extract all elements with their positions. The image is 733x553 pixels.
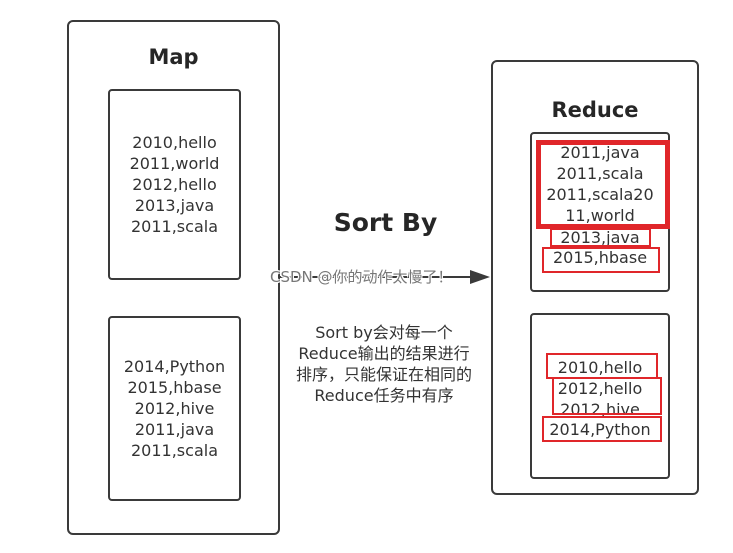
map-bottom-box: 2014,Python 2015,hbase 2012,hive 2011,ja… [108, 316, 241, 501]
description-line: Sort by会对每一个 [315, 323, 453, 342]
arrow-head-icon [470, 270, 490, 284]
map-top-line: 2012,hello [132, 175, 217, 194]
highlight-box [550, 228, 651, 247]
reduce-top-line: 2011,scala [556, 164, 644, 183]
highlight-box [542, 416, 662, 442]
description-line: Reduce任务中有序 [314, 386, 454, 405]
reduce-bottom-line: 2014,Python [549, 420, 651, 439]
highlight-box [536, 140, 670, 229]
highlight-box [542, 247, 660, 273]
sort-by-description: Sort by会对每一个 Reduce输出的结果进行 排序，只能保证在相同的 R… [270, 322, 498, 406]
sort-by-title: Sort By [333, 208, 438, 237]
map-bottom-line: 2014,Python [123, 357, 226, 376]
reduce-title: Reduce [551, 98, 639, 122]
map-bottom-line: 2012,hive [134, 399, 215, 418]
map-title: Map [148, 45, 199, 69]
reduce-top-line: 2011,java [560, 143, 640, 162]
map-top-line: 2011,world [129, 154, 220, 173]
reduce-top-line: 2013,java [560, 228, 640, 247]
map-panel: Map 2010,hello 2011,world 2012,hello 201… [67, 20, 280, 535]
map-top-box: 2010,hello 2011,world 2012,hello 2013,ja… [108, 89, 241, 280]
description-line: Reduce输出的结果进行 [298, 344, 470, 363]
map-top-line: 2011,scala [131, 217, 218, 236]
watermark: CSDN @你的动作太慢了！ [270, 268, 453, 286]
map-bottom-line: 2011,scala [131, 441, 218, 460]
map-top-line: 2013,java [134, 196, 215, 215]
map-top-line: 2010,hello [132, 133, 217, 152]
map-bottom-line: 2015,hbase [127, 378, 222, 397]
description-line: 排序，只能保证在相同的 [295, 365, 472, 384]
reduce-bottom-box: 2010,hello 2012,hello 2012,hive 2014,Pyt… [530, 313, 670, 479]
highlight-box [546, 353, 658, 379]
reduce-top-line: 2015,hbase [552, 248, 648, 267]
reduce-top-box: 2011,java 2011,scala 2011,scala20 11,wor… [530, 132, 670, 292]
arrow-line [280, 276, 472, 278]
reduce-top-line: 2011,scala20 [546, 185, 654, 204]
reduce-top-line: 11,world [565, 206, 635, 225]
reduce-bottom-line: 2012,hello [557, 379, 643, 398]
map-bottom-line: 2011,java [134, 420, 215, 439]
highlight-box [552, 377, 662, 415]
reduce-bottom-line: 2010,hello [557, 358, 643, 377]
reduce-panel: Reduce 2011,java 2011,scala 2011,scala20… [491, 60, 699, 495]
